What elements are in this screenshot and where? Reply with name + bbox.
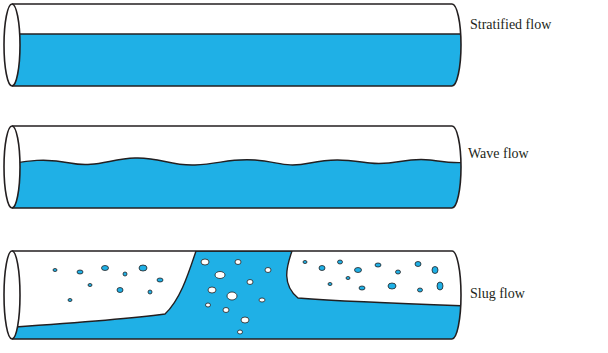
bubble xyxy=(77,270,83,274)
bubble xyxy=(303,261,307,264)
flow-label: Wave flow xyxy=(468,146,529,163)
bubble xyxy=(235,260,241,265)
bubble xyxy=(432,267,438,274)
bubble xyxy=(437,282,443,290)
bubble xyxy=(359,286,365,290)
bubble xyxy=(338,260,343,264)
bubble xyxy=(157,278,163,282)
bubble xyxy=(206,303,211,307)
slug-pipe xyxy=(0,251,470,345)
bubble xyxy=(388,283,396,289)
bubble xyxy=(319,266,325,271)
bubble xyxy=(117,288,123,293)
bubble xyxy=(201,259,209,265)
bubble xyxy=(418,288,423,292)
flow-label: Slug flow xyxy=(470,286,525,303)
bubble xyxy=(415,262,421,267)
bubble xyxy=(68,299,72,302)
bubble xyxy=(227,292,237,300)
bubble xyxy=(123,272,127,276)
flow-label: Stratified flow xyxy=(470,17,551,34)
bubble xyxy=(346,277,350,280)
bubble xyxy=(102,266,109,271)
bubble xyxy=(53,269,57,272)
bubble xyxy=(223,308,229,313)
bubble xyxy=(375,263,381,267)
bubble xyxy=(265,268,271,273)
bubble xyxy=(396,270,401,274)
bubble xyxy=(328,283,332,286)
wave-pipe xyxy=(0,126,470,215)
bubble xyxy=(355,268,362,273)
bubble xyxy=(259,298,265,302)
bubble xyxy=(139,265,147,271)
bubble xyxy=(238,330,243,334)
bubble xyxy=(241,317,249,323)
stratified-pipe xyxy=(0,4,470,94)
bubble xyxy=(148,290,152,294)
bubble xyxy=(88,284,92,287)
bubble xyxy=(247,280,253,285)
bubble xyxy=(215,272,225,279)
bubble xyxy=(208,287,216,293)
